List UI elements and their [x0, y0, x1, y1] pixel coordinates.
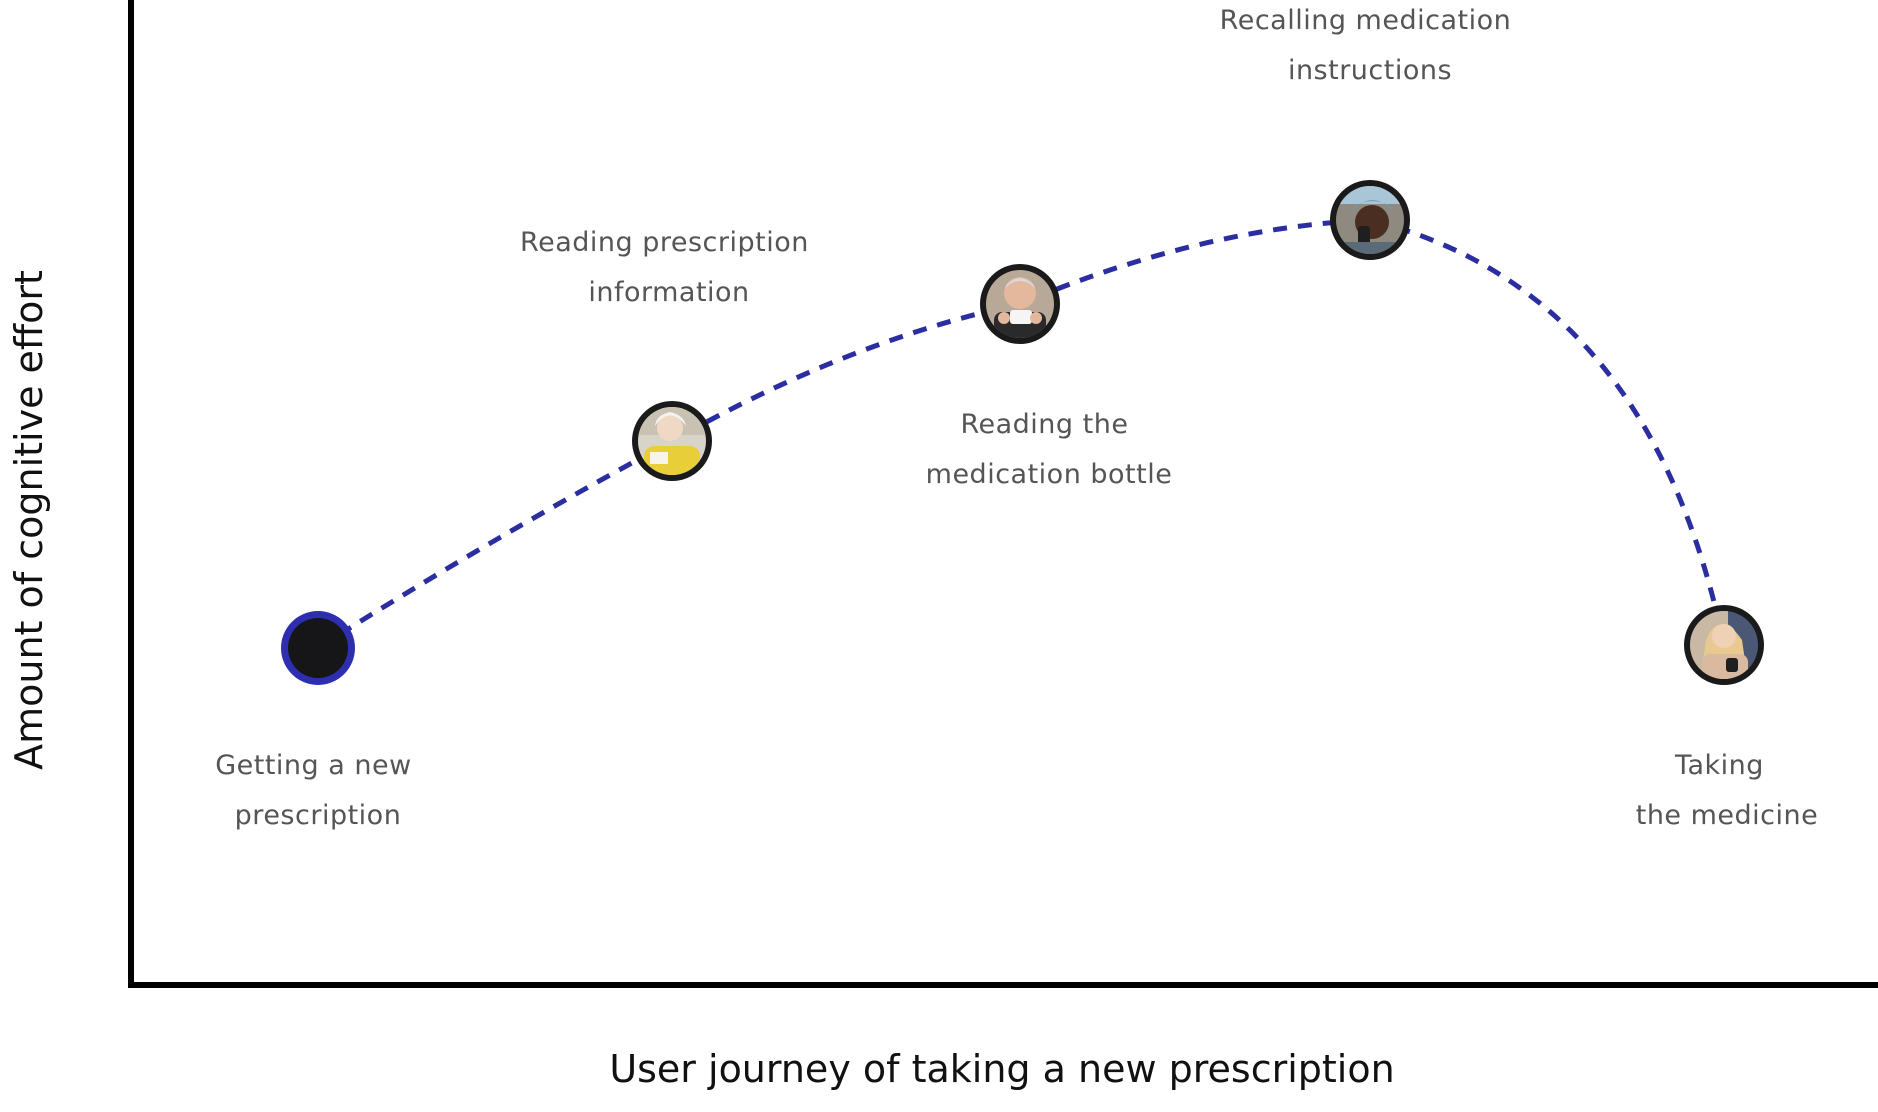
step-label-recalling-medication-instructions: Recalling medication instructions [1220, 5, 1521, 86]
step-node-reading-prescription-information [632, 401, 712, 481]
x-axis-title: User journey of taking a new prescriptio… [609, 1047, 1394, 1091]
step-node-reading-medication-bottle [980, 264, 1060, 344]
step-node-getting-new-prescription [281, 611, 355, 685]
y-axis-title: Amount of cognitive effort [7, 270, 51, 770]
step-node-recalling-medication-instructions [1330, 180, 1410, 260]
person-holding-bottle-icon [986, 270, 1054, 338]
step-node-taking-medicine [1684, 605, 1764, 685]
step-label-taking-medicine: Taking the medicine [1636, 750, 1819, 831]
step-label-reading-prescription-information: Reading prescription information [520, 227, 818, 308]
step-label-reading-medication-bottle: Reading the medication bottle [926, 409, 1173, 490]
step-label-getting-new-prescription: Getting a new prescription [215, 750, 421, 831]
